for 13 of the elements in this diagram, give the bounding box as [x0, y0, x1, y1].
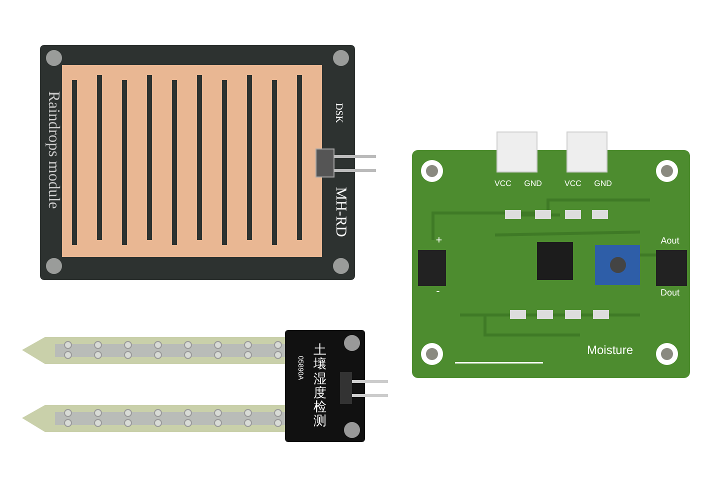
pin-label: Dout [660, 288, 680, 298]
model-label: MH-RD [332, 187, 348, 237]
module-label: Raindrops module [45, 91, 61, 209]
silkscreen-label: DSK [333, 103, 343, 123]
pin-label: + [436, 236, 442, 246]
board-label: Moisture [587, 344, 633, 356]
pin-label: GND [524, 180, 542, 188]
pin-label: VCC [494, 180, 512, 188]
pin-label: VCC [564, 180, 582, 188]
pin-label: - [436, 286, 440, 298]
board-label: 土壤湿度检测 [314, 344, 326, 430]
pin-label: GND [594, 180, 612, 188]
pin-label: Aout [660, 236, 680, 246]
